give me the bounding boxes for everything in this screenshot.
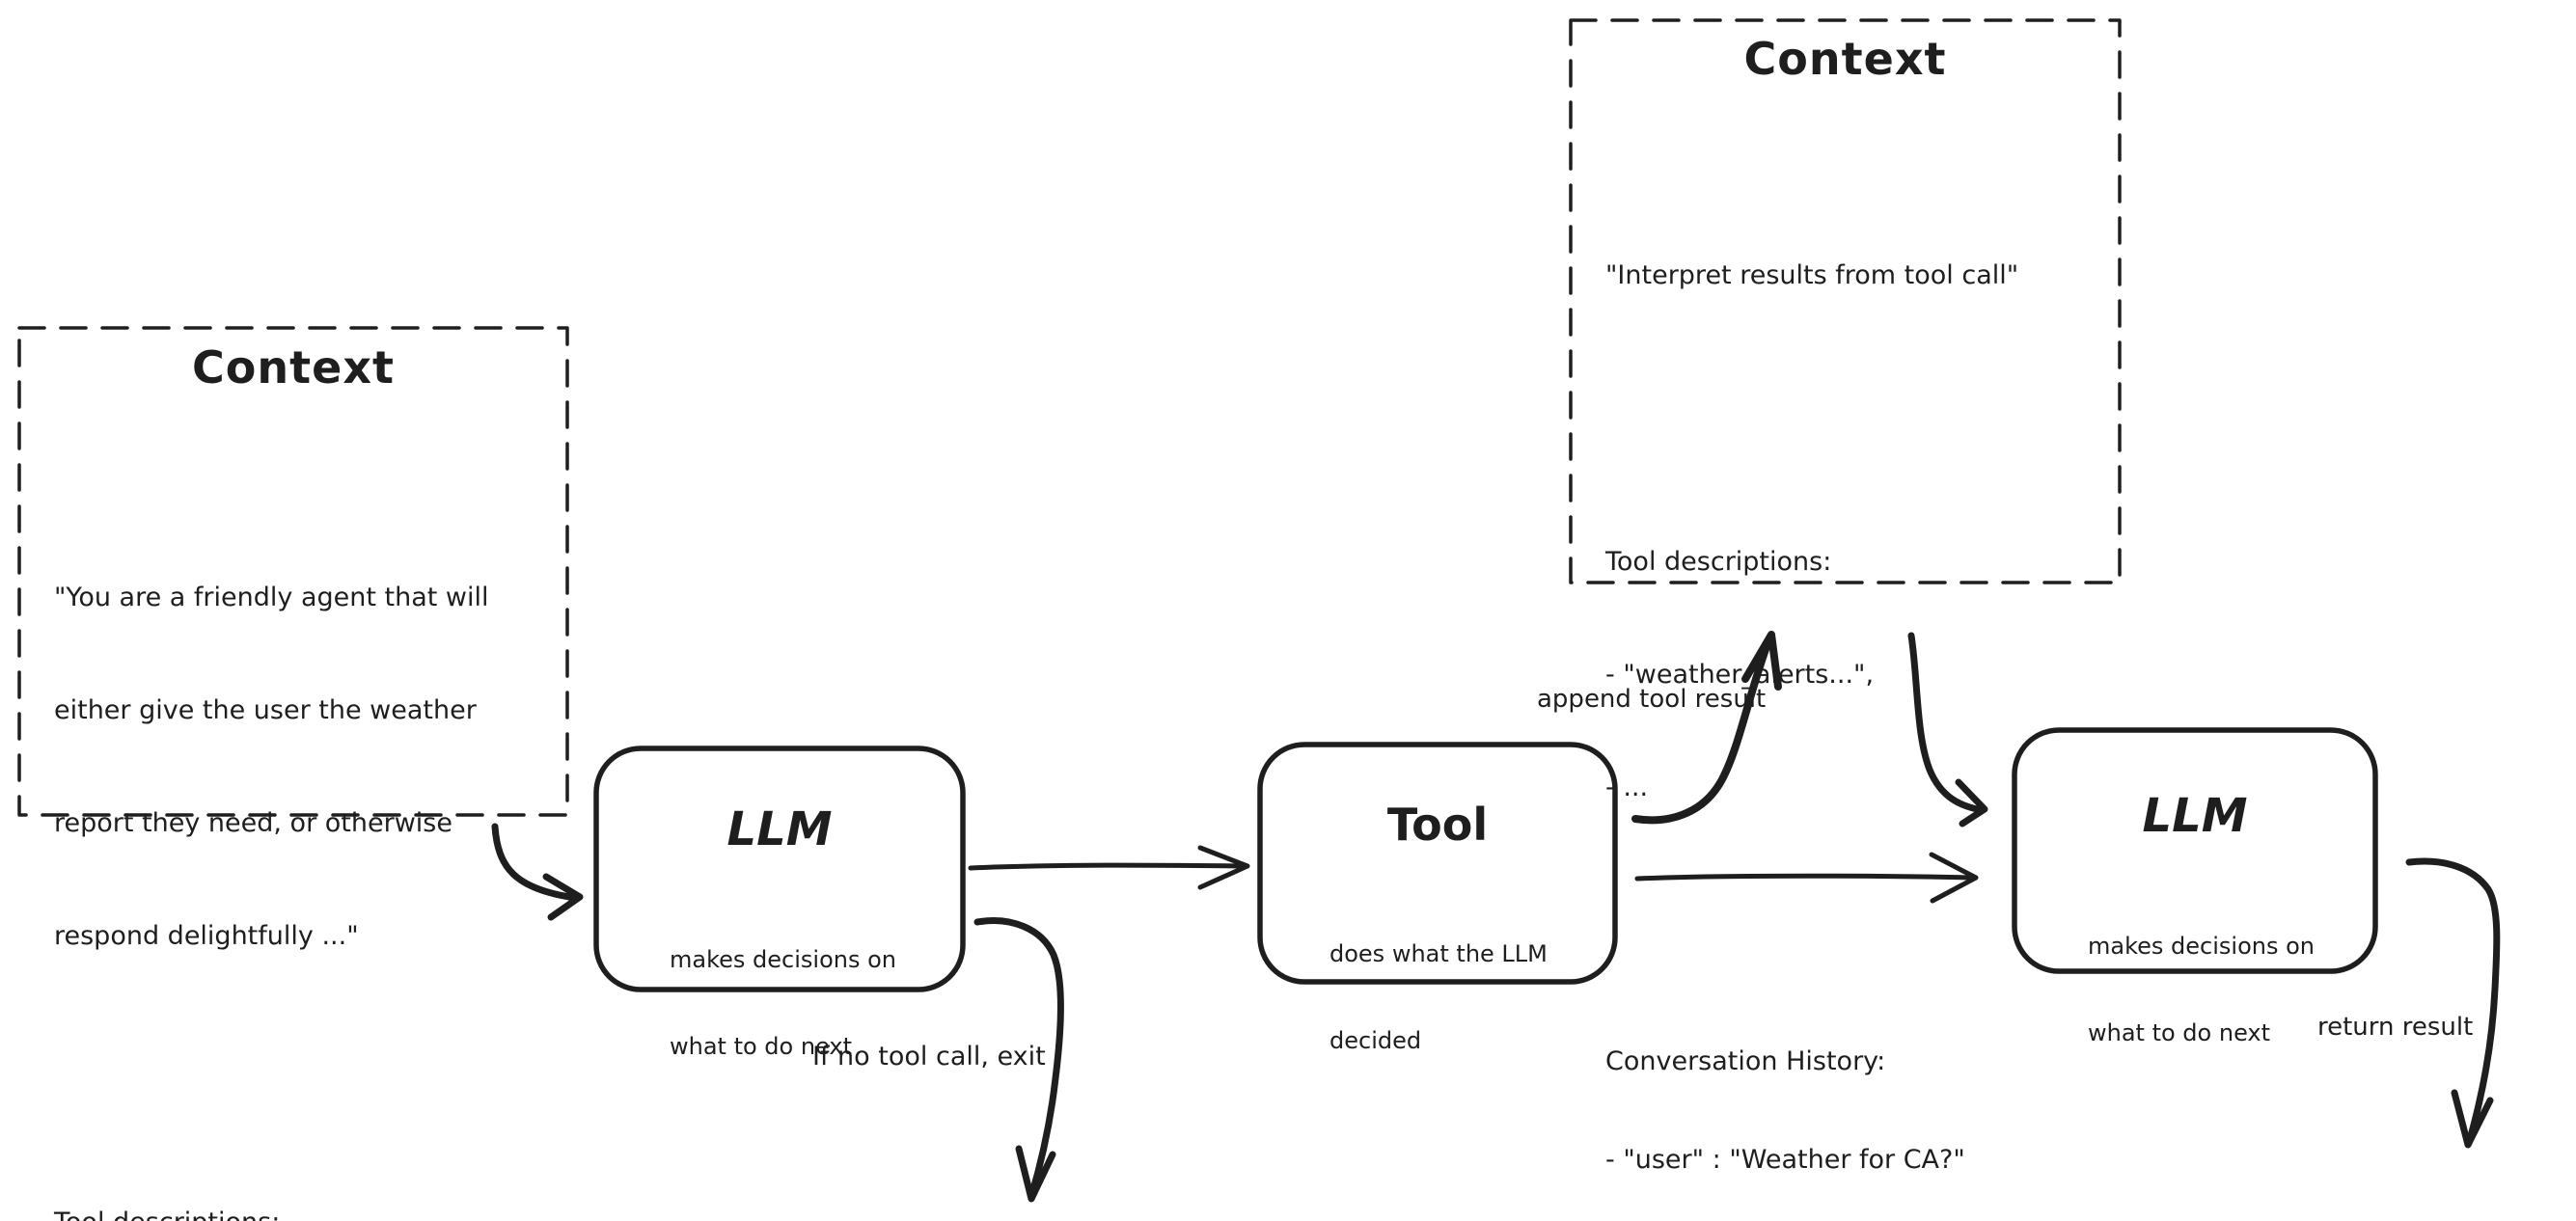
tool-node-title: Tool xyxy=(1386,799,1489,851)
text-line: what to do next xyxy=(2088,1019,2271,1046)
arrow-tool-to-context2 xyxy=(1631,631,1782,825)
context-box-2-title: Context xyxy=(1743,33,1947,85)
text-line: makes decisions on xyxy=(670,946,896,973)
arrow-llm2-return-shaft xyxy=(2405,857,2501,1147)
text-line: "You are a friendly agent that will xyxy=(54,583,489,612)
tool-node-subtitle: does what the LLM decided xyxy=(1329,882,1548,1113)
llm-node-1-border xyxy=(593,746,966,992)
llm-node-2-subtitle: makes decisions on what to do next xyxy=(2088,874,2315,1105)
arrow-tool-to-context2-head xyxy=(1741,631,1782,691)
text-line: either give the user the weather xyxy=(54,695,477,725)
text-line: makes decisions on xyxy=(2088,933,2315,960)
llm-node-2-border xyxy=(2012,727,2378,974)
arrow-tool-to-llm2 xyxy=(1634,852,1979,904)
context-box-2-intro: "Interpret results from tool call" xyxy=(1605,181,2018,369)
edge-label-append-tool-result: append tool result xyxy=(1537,685,1767,714)
context-box-1-tool-descriptions: Tool descriptions: - "weather_alerts..."… xyxy=(54,1128,489,1221)
arrow-llm1-exit-shaft xyxy=(973,917,1064,1200)
context-box-2-body: "Interpret results from tool call" Tool … xyxy=(1605,106,2018,1221)
text-line: respond delightfully ..." xyxy=(54,921,359,951)
context-box-1-title: Context xyxy=(192,341,395,393)
tool-node-border xyxy=(1257,742,1618,985)
arrow-llm2-return-head xyxy=(2451,1089,2494,1149)
text-line: Tool descriptions: xyxy=(1605,547,1832,577)
arrow-tool-to-context2-shaft xyxy=(1631,635,1773,825)
llm-node-1-title: LLM xyxy=(726,802,833,856)
edge-label-no-tool-call-exit: If no tool call, exit xyxy=(812,1042,1046,1072)
text-line: report they need, or otherwise xyxy=(54,808,452,838)
arrow-context2-to-llm2-shaft xyxy=(1907,632,1986,814)
arrow-llm1-to-tool-shaft xyxy=(968,862,1247,871)
text-line: what to do next xyxy=(670,1033,853,1060)
edge-label-return-result: return result xyxy=(2317,1013,2474,1042)
text-line: decided xyxy=(1329,1027,1422,1054)
text-line: - "user" : "Weather for CA?" xyxy=(1605,1145,1965,1175)
arrow-llm1-to-tool-head xyxy=(1197,845,1250,890)
arrow-llm1-exit xyxy=(973,917,1064,1203)
llm-node-1-subtitle: makes decisions on what to do next xyxy=(670,887,896,1119)
arrow-llm1-to-tool xyxy=(968,845,1250,890)
arrow-tool-to-llm2-head xyxy=(1929,852,1979,904)
context-box-2-tool-descriptions: Tool descriptions: - "weather_alerts..."… xyxy=(1605,468,2018,882)
text-line: Conversation History: xyxy=(1605,1046,1886,1076)
arrow-context1-to-llm1-shaft xyxy=(491,823,580,902)
arrow-llm2-return xyxy=(2405,857,2501,1149)
arrow-tool-to-llm2-shaft xyxy=(1634,873,1975,882)
context-box-2-border xyxy=(1569,18,2122,584)
context-box-1-body: "You are a friendly agent that will eith… xyxy=(54,428,489,1221)
llm-node-2-title: LLM xyxy=(2142,789,2248,843)
context-box-2-conversation-history: Conversation History: - "user" : "Weathe… xyxy=(1605,980,2018,1221)
text-line: - "weather_alerts...", xyxy=(1605,660,1875,690)
arrow-context2-to-llm2 xyxy=(1907,632,1988,828)
arrow-llm1-exit-head xyxy=(1015,1145,1056,1203)
arrow-context2-to-llm2-head xyxy=(1955,778,1988,828)
text-line: "Interpret results from tool call" xyxy=(1605,260,2019,290)
context-box-1-system-prompt: "You are a friendly agent that will eith… xyxy=(54,503,489,1030)
context-box-1-border xyxy=(17,326,569,817)
text-line: does what the LLM xyxy=(1329,940,1548,967)
arrow-context1-to-llm1 xyxy=(491,823,584,921)
arrow-context1-to-llm1-head xyxy=(542,873,584,921)
text-line: - ... xyxy=(1605,773,1649,802)
text-line: Tool descriptions: xyxy=(54,1204,489,1221)
